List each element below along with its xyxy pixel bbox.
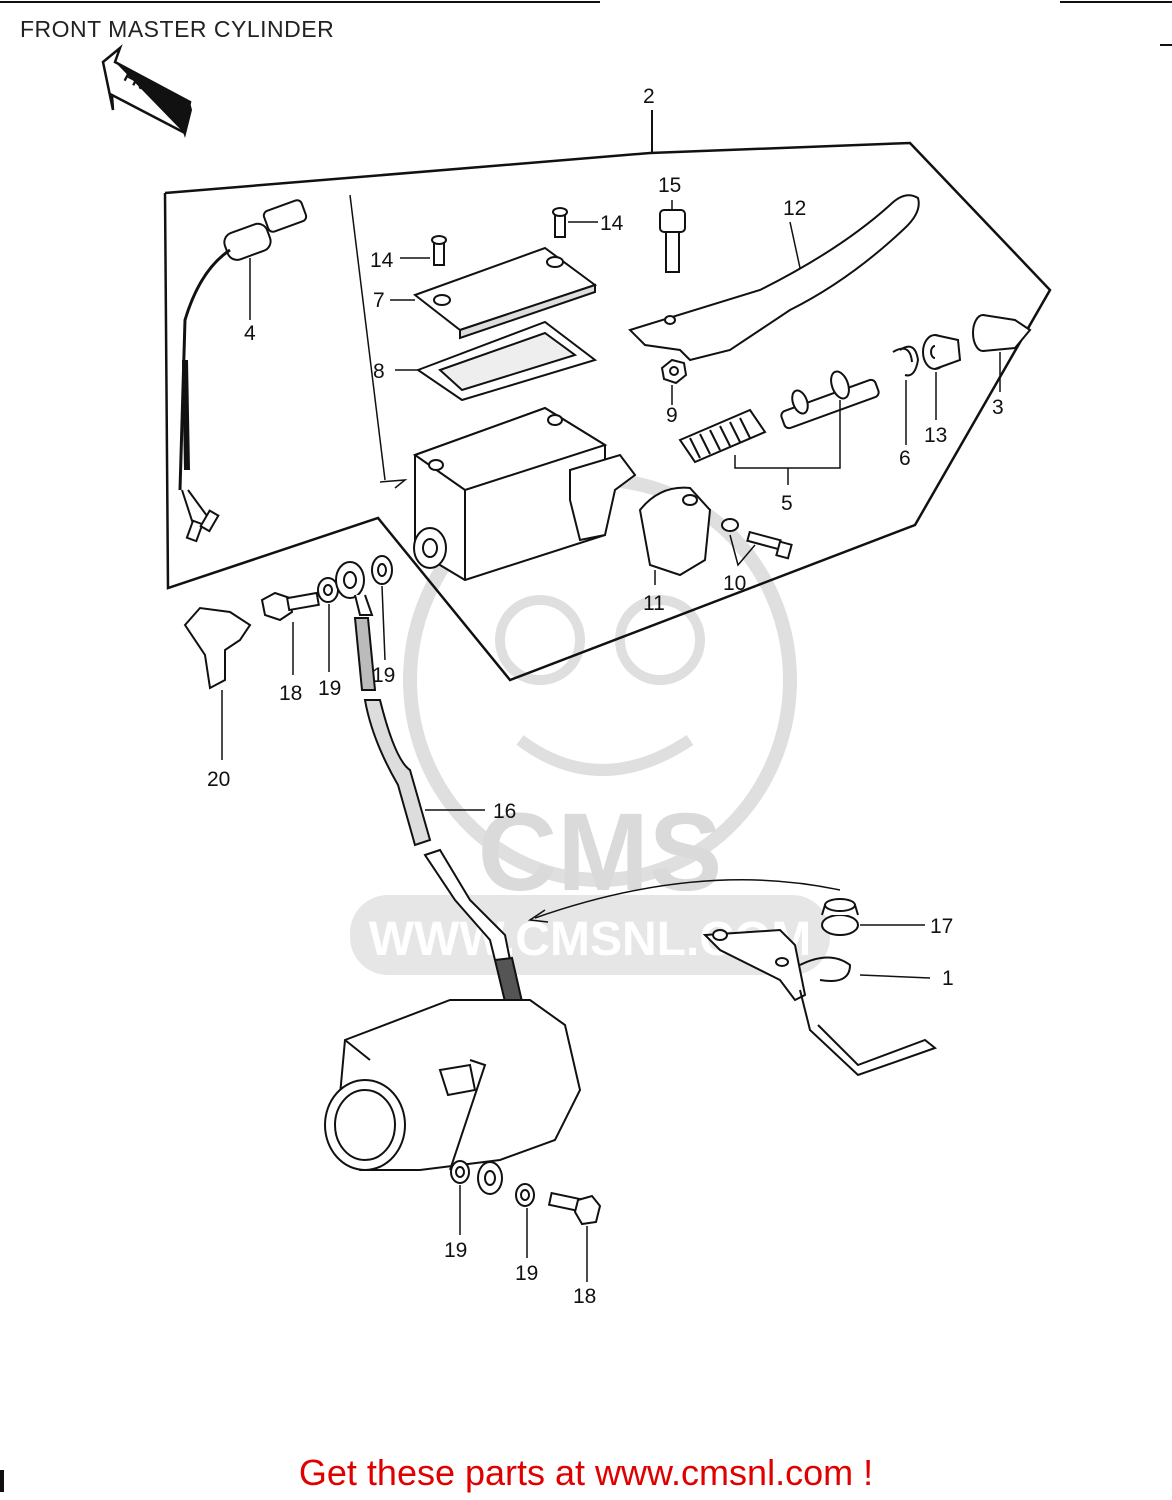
diaphragm-part xyxy=(395,320,598,402)
page-title: FRONT MASTER CYLINDER xyxy=(20,16,335,42)
caliper-part xyxy=(324,999,582,1171)
callout-13: 13 xyxy=(924,424,947,447)
top-border xyxy=(0,1,1172,46)
callout-2: 2 xyxy=(643,85,655,108)
callout-1: 1 xyxy=(942,967,954,990)
dust-seal-part xyxy=(972,314,1032,392)
banjo-boot-part xyxy=(183,606,252,760)
callout-3: 3 xyxy=(992,396,1004,419)
pivot-bolt-part xyxy=(659,200,686,273)
callout-19d: 19 xyxy=(515,1262,538,1285)
clamp-part xyxy=(638,486,712,585)
callout-14b: 14 xyxy=(600,212,624,235)
footer-link[interactable]: Get these parts at www.cmsnl.com ! xyxy=(298,1452,874,1493)
callout-19b: 19 xyxy=(372,664,395,687)
nut-part xyxy=(660,358,688,405)
callout-12: 12 xyxy=(783,197,806,220)
banjo-bolt-lower-part xyxy=(547,1191,602,1282)
callout-19c: 19 xyxy=(444,1239,467,1262)
callout-8: 8 xyxy=(373,360,385,383)
master-cylinder-body xyxy=(412,406,637,582)
callout-5: 5 xyxy=(781,492,793,515)
callout-11: 11 xyxy=(643,592,665,615)
callout-16: 16 xyxy=(493,800,516,823)
front-arrow-icon: FRONT xyxy=(101,44,192,138)
watermark-brand: CMS xyxy=(478,791,722,914)
callout-7: 7 xyxy=(373,289,385,312)
callout-10: 10 xyxy=(723,572,746,595)
callout-15: 15 xyxy=(658,174,681,197)
crush-washer-upper-part xyxy=(317,555,393,672)
piston-assembly-part xyxy=(678,370,880,485)
edge-mark xyxy=(0,1470,4,1492)
callout-19a: 19 xyxy=(318,677,341,700)
callout-14a: 14 xyxy=(370,249,394,272)
crush-washer-lower-part xyxy=(450,1160,535,1258)
callout-18a: 18 xyxy=(279,682,302,705)
callout-18b: 18 xyxy=(573,1285,596,1308)
callout-17: 17 xyxy=(930,915,953,938)
boot-washer-part xyxy=(922,334,962,420)
callout-9: 9 xyxy=(666,404,678,427)
assembly-boundary xyxy=(163,110,1052,682)
reservoir-cap-part xyxy=(390,246,598,340)
lever-part xyxy=(628,194,920,362)
banjo-bolt-upper-part xyxy=(260,591,320,675)
retaining-clip-part xyxy=(892,345,920,445)
callout-labels: 2 15 12 14 14 7 4 8 9 3 13 6 5 10 11 19 … xyxy=(207,85,1004,1308)
callout-4: 4 xyxy=(244,322,256,345)
screw-14-part xyxy=(400,207,598,266)
hose-bracket-part xyxy=(702,928,938,1077)
grommet-part xyxy=(821,898,925,936)
callout-6: 6 xyxy=(899,447,911,470)
clamp-bolt-part xyxy=(721,518,793,567)
callout-20: 20 xyxy=(207,768,230,791)
brake-switch-part xyxy=(178,199,308,543)
